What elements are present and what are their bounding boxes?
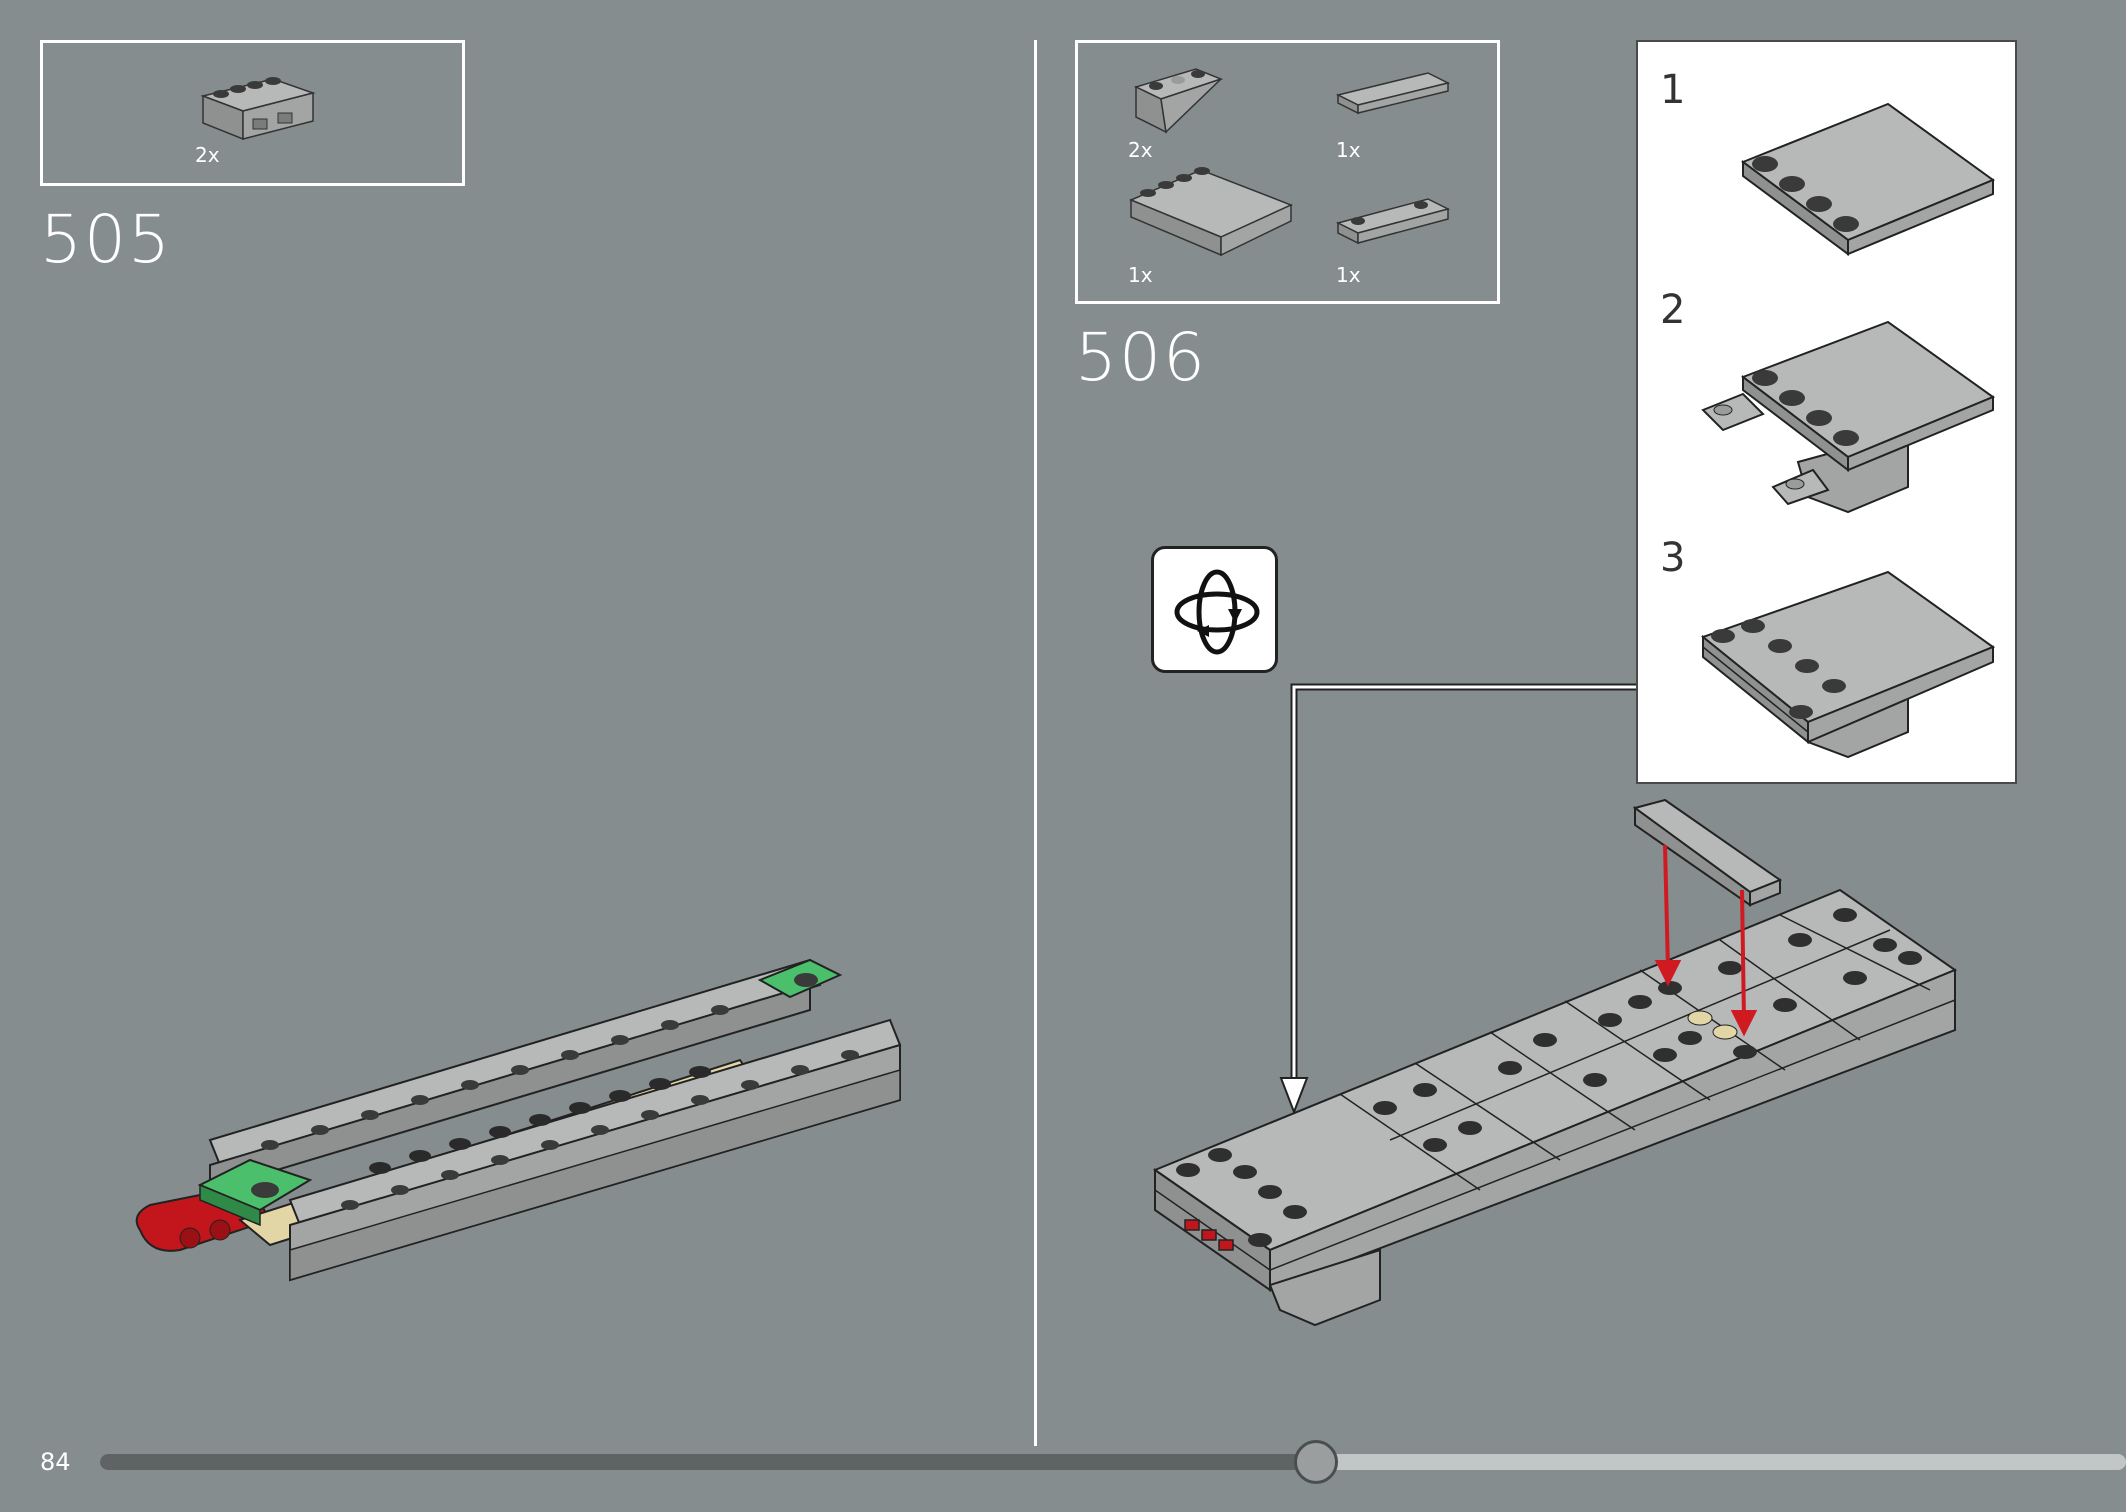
subassembly-panel: 1 2 3 [1636, 40, 2017, 784]
page-progress-track [100, 1440, 2126, 1484]
plate-4x4-with-studs-icon [1129, 167, 1293, 257]
substep-number-2: 2 [1660, 287, 1686, 333]
step-number-505: 505 [40, 201, 172, 278]
assembly-model-506 [1152, 798, 1958, 1327]
substep-1-model [1740, 102, 1996, 256]
plate-1x4-with-2-studs-icon [1335, 198, 1451, 245]
page-progress-knob[interactable] [1293, 1440, 1338, 1484]
brick-1x4-with-side-studs-icon [200, 77, 316, 141]
rotate-model-icon [1151, 546, 1278, 673]
substep-number-3: 3 [1660, 535, 1686, 581]
page-progress-fill [100, 1454, 1316, 1470]
page-number: 84 [40, 1448, 71, 1476]
page-divider [1034, 40, 1037, 1446]
callout-connector [1279, 683, 1636, 1115]
substep-2-model [1701, 320, 1996, 514]
part-qty: 1x [1128, 263, 1153, 287]
part-qty: 1x [1336, 138, 1361, 162]
substep-number-1: 1 [1660, 67, 1686, 113]
part-qty: 2x [195, 143, 220, 167]
parts-callout-506: 2x 1x 1x 1x [1075, 40, 1500, 304]
part-qty: 2x [1128, 138, 1153, 162]
parts-callout-505: 2x [40, 40, 465, 186]
part-qty: 1x [1336, 263, 1361, 287]
tile-1x4-icon [1335, 72, 1451, 115]
assembly-model-505 [135, 958, 902, 1282]
red-clip-end [179, 1227, 201, 1249]
step-number-506: 506 [1075, 319, 1207, 396]
substep-3-model [1700, 570, 1996, 759]
slope-inverted-1x2-icon [1133, 68, 1224, 134]
